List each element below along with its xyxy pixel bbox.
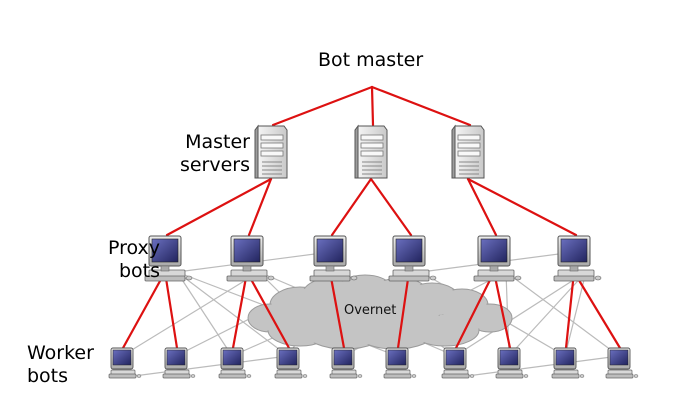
mesh-link [121, 271, 260, 357]
mesh-link [133, 355, 289, 377]
computer-icon [383, 347, 417, 379]
mesh-link [505, 271, 620, 357]
hierarchy-link [247, 177, 273, 237]
worker-bots-label-line2: bots [27, 365, 69, 387]
hierarchy-link [163, 270, 179, 350]
hierarchy-links [121, 85, 622, 350]
mesh-link [176, 271, 289, 357]
computer-icon [329, 347, 363, 379]
worker-bots-label-line1: Worker [27, 342, 94, 364]
hierarchy-link [369, 177, 413, 237]
worker-bots-label: Worker bots [27, 342, 127, 388]
computer-icon [605, 347, 639, 379]
hierarchy-link [370, 85, 375, 127]
overnet-cloud [247, 274, 513, 350]
hierarchy-link [396, 270, 411, 350]
master-servers-label: Master servers [100, 131, 250, 177]
computer-icon [162, 347, 196, 379]
hierarchy-link [564, 270, 576, 350]
master-servers-label-line1: Master [185, 131, 250, 153]
mesh-link [176, 271, 233, 357]
master-servers-label-line2: servers [179, 154, 250, 176]
computer-icon [441, 347, 475, 379]
computer-icon [473, 235, 522, 282]
proxy-bots-label-line2: bots [118, 260, 160, 282]
proxy-bots-label: Proxy bots [10, 237, 160, 283]
hierarchy-link [370, 85, 472, 127]
computer-icon [218, 347, 252, 379]
computer-icon [388, 235, 437, 282]
bot-master-label: Bot master [318, 49, 424, 71]
cloud-fill [469, 305, 511, 331]
hierarchy-link [492, 270, 512, 350]
server-icon [354, 125, 388, 179]
hierarchy-link [572, 270, 622, 350]
hierarchy-link [466, 177, 498, 237]
hierarchy-link [271, 85, 374, 127]
computer-icon [551, 347, 585, 379]
overnet-label: Overnet [344, 303, 397, 318]
computer-icon [553, 235, 602, 282]
computer-icon [274, 347, 308, 379]
computer-icon [226, 235, 275, 282]
proxy-bots-label-line1: Proxy [107, 237, 160, 259]
server-icon [254, 125, 288, 179]
hierarchy-link [165, 177, 273, 237]
hierarchy-link [328, 270, 346, 350]
mesh-link [466, 355, 620, 377]
hierarchy-link [245, 270, 291, 350]
mesh-link [454, 271, 587, 357]
computer-icon [309, 235, 358, 282]
server-icon [451, 125, 485, 179]
hierarchy-link [330, 177, 373, 237]
hierarchy-link [466, 177, 578, 237]
computer-icon [495, 347, 529, 379]
hierarchy-link [121, 270, 167, 350]
hierarchy-link [231, 270, 249, 350]
hierarchy-link [454, 270, 496, 350]
